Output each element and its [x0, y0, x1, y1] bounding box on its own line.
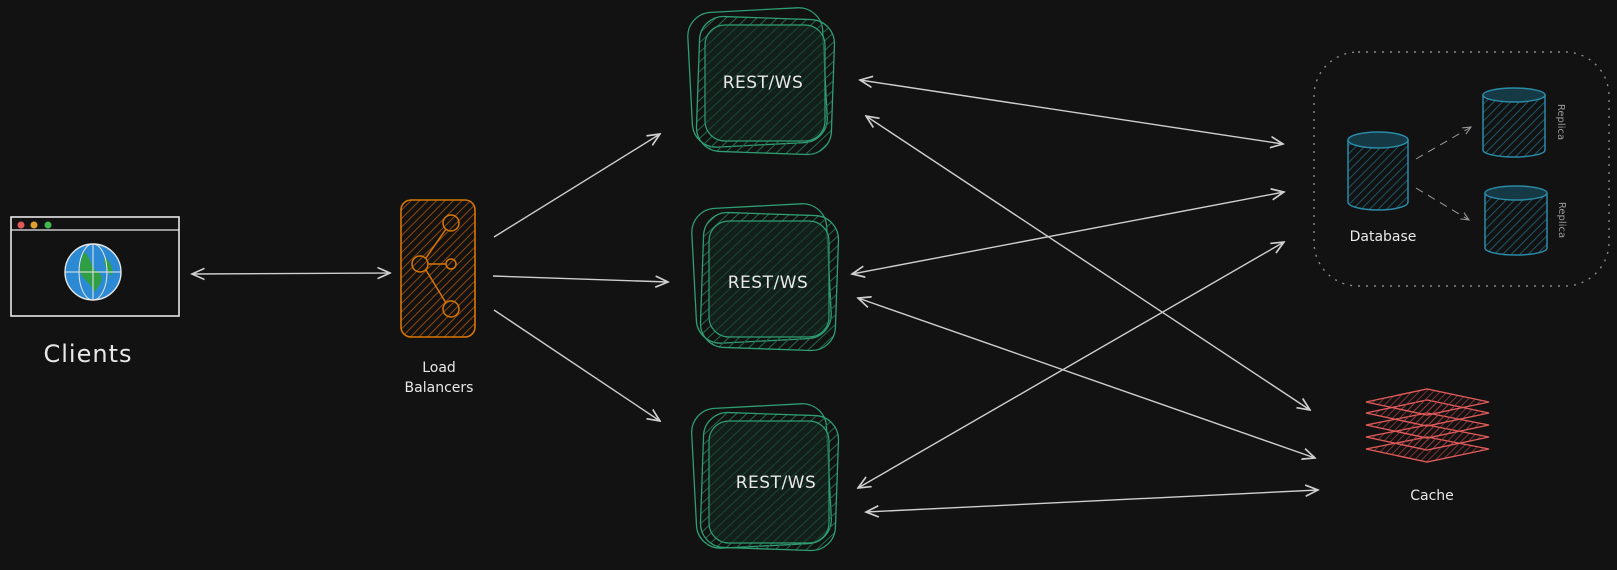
- server2-database-edge: [852, 192, 1284, 274]
- primary-database-icon: [1347, 131, 1409, 211]
- cache-node: Cache: [1365, 388, 1490, 504]
- clients-lb-edge: [192, 273, 390, 274]
- replication-arrow-1: [1415, 127, 1471, 160]
- clients-label: Clients: [44, 340, 133, 368]
- clients-node: Clients: [10, 216, 180, 368]
- load-balancer-node: Load Balancers: [400, 199, 476, 396]
- window-minimize-dot-icon: [30, 221, 38, 229]
- server3-database-edge: [858, 242, 1284, 488]
- server1-database-edge: [860, 80, 1283, 144]
- load-balancer-box: [400, 199, 476, 338]
- server-1-label: REST/WS: [723, 73, 804, 93]
- cache-layers-icon: [1365, 388, 1490, 463]
- server-3-label: REST/WS: [736, 473, 817, 493]
- lb-server2-edge: [492, 276, 668, 282]
- server2-cache-edge: [858, 298, 1315, 458]
- replication-arrow-2: [1415, 187, 1469, 220]
- load-balancers-label-line2: Balancers: [405, 380, 474, 396]
- cache-label: Cache: [1410, 488, 1454, 504]
- rest-ws-server-2: REST/WS: [691, 203, 840, 352]
- window-close-dot-icon: [17, 221, 25, 229]
- server-2-label: REST/WS: [728, 273, 809, 293]
- globe-icon: [64, 243, 122, 301]
- lb-server1-edge: [493, 134, 660, 238]
- replica-2-label: Replica: [1556, 202, 1567, 238]
- browser-window-frame: [10, 216, 180, 317]
- server1-cache-edge: [866, 116, 1310, 410]
- database-label: Database: [1350, 229, 1417, 245]
- replica-1-label: Replica: [1555, 104, 1566, 140]
- rest-ws-server-3: REST/WS: [691, 403, 840, 552]
- replica-database-icon-2: [1484, 185, 1548, 256]
- database-cluster: Database Replica Replica: [1313, 51, 1610, 287]
- database-cluster-boundary: [1313, 51, 1610, 287]
- window-maximize-dot-icon: [44, 221, 52, 229]
- rest-ws-server-1: REST/WS: [687, 7, 836, 156]
- load-balancers-label-line1: Load: [422, 360, 456, 376]
- lb-server3-edge: [493, 309, 660, 421]
- network-branch-icon: [411, 214, 460, 318]
- replica-database-icon-1: [1482, 87, 1546, 158]
- server3-cache-edge: [866, 490, 1318, 512]
